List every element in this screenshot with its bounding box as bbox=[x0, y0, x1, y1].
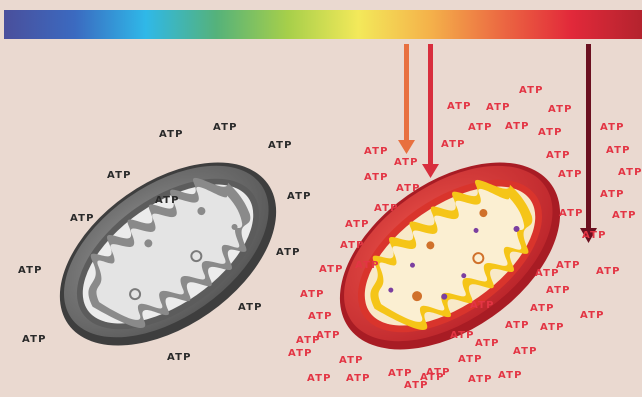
atp-label: ATP bbox=[319, 264, 344, 275]
atp-label: ATP bbox=[486, 102, 511, 113]
atp-label: ATP bbox=[276, 247, 301, 258]
atp-label: ATP bbox=[70, 213, 95, 224]
atp-label: ATP bbox=[612, 210, 637, 221]
atp-label: ATP bbox=[447, 101, 472, 112]
orange-light-arrow bbox=[398, 44, 415, 154]
atp-label: ATP bbox=[546, 285, 571, 296]
atp-label: ATP bbox=[396, 183, 421, 194]
atp-label: ATP bbox=[22, 334, 47, 345]
atp-label: ATP bbox=[618, 167, 642, 178]
atp-label: ATP bbox=[538, 127, 563, 138]
atp-label: ATP bbox=[307, 373, 332, 384]
light-spectrum-bar bbox=[4, 10, 642, 39]
atp-label: ATP bbox=[339, 355, 364, 366]
atp-label: ATP bbox=[468, 374, 493, 385]
atp-label: ATP bbox=[340, 240, 365, 251]
atp-label: ATP bbox=[470, 300, 495, 311]
atp-label: ATP bbox=[540, 322, 565, 333]
atp-label: ATP bbox=[107, 170, 132, 181]
atp-label: ATP bbox=[268, 140, 293, 151]
atp-label: ATP bbox=[535, 268, 560, 279]
atp-label: ATP bbox=[475, 338, 500, 349]
atp-label: ATP bbox=[288, 348, 313, 359]
atp-label: ATP bbox=[441, 139, 466, 150]
atp-label: ATP bbox=[580, 310, 605, 321]
atp-label: ATP bbox=[213, 122, 238, 133]
atp-label: ATP bbox=[548, 104, 573, 115]
atp-label: ATP bbox=[600, 189, 625, 200]
atp-label: ATP bbox=[468, 122, 493, 133]
atp-label: ATP bbox=[530, 303, 555, 314]
atp-label: ATP bbox=[18, 265, 43, 276]
atp-label: ATP bbox=[458, 354, 483, 365]
atp-label: ATP bbox=[546, 150, 571, 161]
atp-label: ATP bbox=[559, 208, 584, 219]
atp-label: ATP bbox=[582, 230, 607, 241]
atp-label: ATP bbox=[316, 330, 341, 341]
atp-label: ATP bbox=[558, 169, 583, 180]
atp-label: ATP bbox=[300, 289, 325, 300]
atp-label: ATP bbox=[364, 146, 389, 157]
atp-label: ATP bbox=[600, 122, 625, 133]
atp-label: ATP bbox=[394, 157, 419, 168]
atp-label: ATP bbox=[450, 330, 475, 341]
mitochondrion-gray bbox=[27, 125, 309, 383]
atp-label: ATP bbox=[355, 260, 380, 271]
atp-label: ATP bbox=[596, 266, 621, 277]
atp-label: ATP bbox=[167, 352, 192, 363]
atp-label: ATP bbox=[420, 372, 445, 383]
atp-label: ATP bbox=[238, 302, 263, 313]
atp-label: ATP bbox=[159, 129, 184, 140]
atp-label: ATP bbox=[345, 219, 370, 230]
mitochondrion-red bbox=[306, 124, 594, 387]
atp-label: ATP bbox=[388, 368, 413, 379]
atp-label: ATP bbox=[498, 370, 523, 381]
atp-label: ATP bbox=[505, 320, 530, 331]
red-light-arrow bbox=[422, 44, 439, 178]
atp-label: ATP bbox=[346, 373, 371, 384]
atp-label: ATP bbox=[287, 191, 312, 202]
atp-label: ATP bbox=[374, 203, 399, 214]
atp-label: ATP bbox=[364, 172, 389, 183]
atp-label: ATP bbox=[519, 85, 544, 96]
atp-label: ATP bbox=[155, 195, 180, 206]
atp-label: ATP bbox=[308, 311, 333, 322]
atp-label: ATP bbox=[505, 121, 530, 132]
atp-label: ATP bbox=[606, 145, 631, 156]
atp-label: ATP bbox=[513, 346, 538, 357]
